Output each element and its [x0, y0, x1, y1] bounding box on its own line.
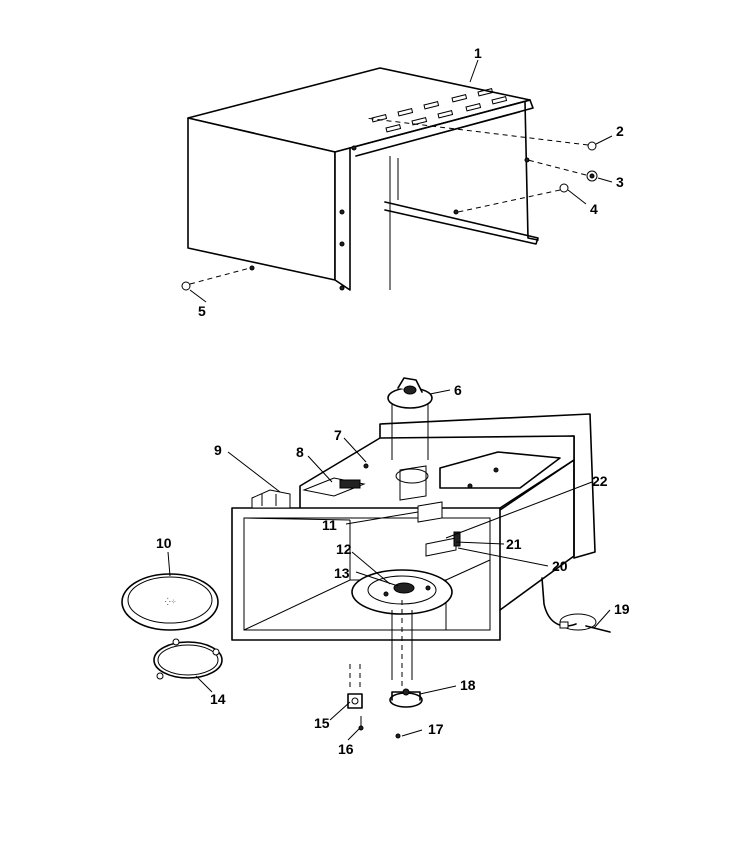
vent-slots: [371, 88, 508, 133]
power-cord-19: [541, 577, 611, 633]
callout-6: 6: [454, 382, 462, 398]
callout-10: 10: [156, 535, 172, 551]
screw-3: [527, 159, 598, 182]
callout-11: 11: [322, 517, 337, 533]
callout-13: 13: [334, 565, 350, 581]
screw-4: [457, 183, 569, 213]
callout-labels: 1 2 3 4 5 6 7 8 9 10 11 12 13 14 15 16 1…: [156, 45, 630, 757]
callout-9: 9: [214, 442, 222, 458]
drive-motor-18: [389, 688, 423, 708]
callout-12: 12: [336, 541, 352, 557]
svg-text:⁛⁘: ⁛⁘: [165, 597, 176, 606]
callout-8: 8: [296, 444, 304, 460]
callout-16: 16: [338, 741, 354, 757]
callout-3: 3: [616, 174, 624, 190]
outer-cabinet: [187, 67, 539, 291]
callout-1: 1: [474, 45, 482, 61]
roller-ring-14: [153, 638, 223, 680]
callout-4: 4: [590, 201, 598, 217]
glass-tray-10: ⁛⁘: [121, 573, 219, 631]
callout-22: 22: [592, 473, 608, 489]
callout-19: 19: [614, 601, 630, 617]
callout-18: 18: [460, 677, 476, 693]
callout-15: 15: [314, 715, 330, 731]
callout-5: 5: [198, 303, 206, 319]
callout-17: 17: [428, 721, 444, 737]
fan-motor-6: [387, 377, 433, 460]
oven-cavity: [231, 413, 596, 641]
roller-bracket-15: [347, 664, 363, 709]
callout-21: 21: [506, 536, 522, 552]
leader-lines: [167, 59, 613, 741]
screw-2: [364, 117, 597, 151]
callout-14: 14: [210, 691, 226, 707]
screw-5: [181, 267, 251, 291]
callout-20: 20: [552, 558, 568, 574]
screw-17: [395, 733, 401, 739]
screw-16: [358, 716, 364, 731]
callout-2: 2: [616, 123, 624, 139]
callout-7: 7: [334, 427, 342, 443]
